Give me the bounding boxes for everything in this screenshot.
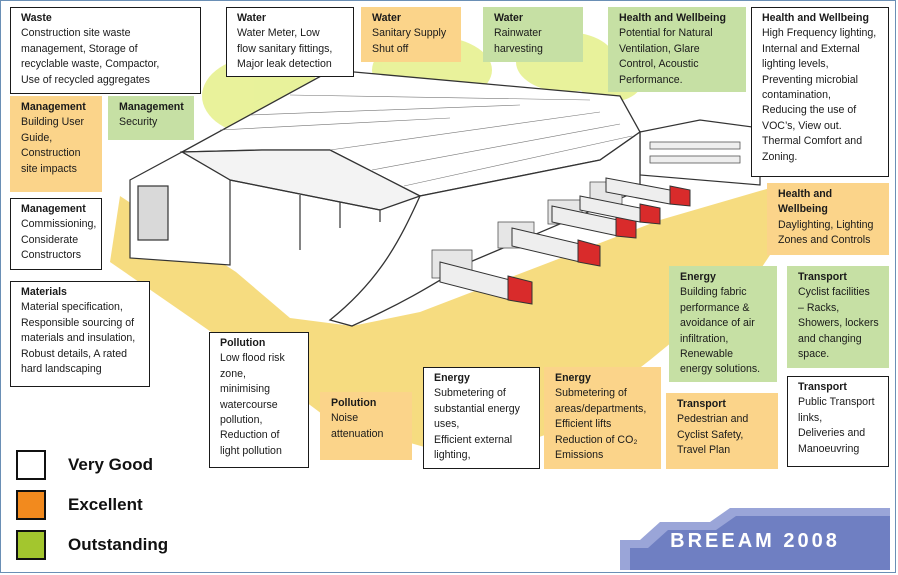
materials-annotation: Materials Material specification, Respon… xyxy=(10,281,150,387)
management-guide-annotation: Management Building User Guide, Construc… xyxy=(10,96,102,192)
energy-submetering-annotation: Energy Submetering of substantial energy… xyxy=(423,367,540,469)
box-body: Pedestrian and Cyclist Safety, Travel Pl… xyxy=(677,413,749,457)
energy-fabric-annotation: Energy Building fabric performance & avo… xyxy=(669,266,777,382)
box-body: Material specification, Responsible sour… xyxy=(21,301,136,376)
box-title: Pollution xyxy=(331,397,377,409)
legend-label: Outstanding xyxy=(68,535,169,554)
box-title: Energy xyxy=(680,271,716,283)
box-body: Potential for Natural Ventilation, Glare… xyxy=(619,27,713,86)
box-title: Health and Wellbeing xyxy=(619,12,726,24)
legend-swatch-excellent xyxy=(16,490,46,520)
water-supply-annotation: Water Sanitary Supply Shut off xyxy=(361,7,461,62)
yard-ground xyxy=(110,188,780,460)
box-title: Management xyxy=(119,101,184,113)
box-title: Energy xyxy=(555,372,591,384)
box-title: Transport xyxy=(798,381,847,393)
legend-label: Very Good xyxy=(68,455,154,474)
canopy-structure xyxy=(129,151,381,266)
energy-areas-annotation: Energy Submetering of areas/departments,… xyxy=(544,367,661,469)
legend-label: Excellent xyxy=(68,495,143,514)
box-body: Public Transport links, Deliveries and M… xyxy=(798,396,875,455)
rating-legend: Very Good Excellent Outstanding xyxy=(8,440,228,566)
box-body: Submetering of substantial energy uses, … xyxy=(434,387,520,462)
waste-annotation: Waste Construction site waste management… xyxy=(10,7,201,94)
badge-fill xyxy=(630,516,890,570)
box-body: Water Meter, Low flow sanitary fittings,… xyxy=(237,27,333,71)
health-lighting-annotation: Health and Wellbeing High Frequency ligh… xyxy=(751,7,889,177)
health-ventilation-annotation: Health and Wellbeing Potential for Natur… xyxy=(608,7,746,92)
box-title: Water xyxy=(237,12,267,24)
box-title: Management xyxy=(21,203,86,215)
box-title: Water xyxy=(372,12,402,24)
box-title: Health and Wellbeing xyxy=(762,12,869,24)
box-body: Noise attenuation xyxy=(331,412,384,440)
legend-swatch-outstanding xyxy=(16,530,46,560)
box-body: Construction site waste management, Stor… xyxy=(21,27,160,86)
box-body: Low flood risk zone, minimising watercou… xyxy=(220,352,285,457)
box-title: Water xyxy=(494,12,524,24)
box-title: Transport xyxy=(798,271,847,283)
box-title: Pollution xyxy=(220,337,266,349)
delivery-trucks xyxy=(439,177,691,305)
box-body: Cyclist facilities – Racks, Showers, loc… xyxy=(798,286,879,361)
management-security-annotation: Management Security xyxy=(108,96,194,140)
box-body: Submetering of areas/departments, Effici… xyxy=(555,387,647,462)
rainwater-annotation: Water Rainwater harvesting xyxy=(483,7,583,62)
transport-pedestrian-annotation: Transport Pedestrian and Cyclist Safety,… xyxy=(666,393,778,469)
legend-excellent: Excellent xyxy=(16,488,143,522)
box-title: Energy xyxy=(434,372,470,384)
box-body: Daylighting, Lighting Zones and Controls xyxy=(778,218,874,247)
box-title: Materials xyxy=(21,286,67,298)
box-body: Building User Guide, Construction site i… xyxy=(21,116,85,175)
transport-cycle-annotation: Transport Cyclist facilities – Racks, Sh… xyxy=(787,266,889,368)
box-body: Commissioning, Considerate Constructors xyxy=(21,218,97,262)
transport-public-annotation: Transport Public Transport links, Delive… xyxy=(787,376,889,467)
water-meter-annotation: Water Water Meter, Low flow sanitary fit… xyxy=(226,7,354,77)
box-title: Waste xyxy=(21,12,52,24)
health-daylighting-annotation: Health and Wellbeing Daylighting, Lighti… xyxy=(767,183,889,255)
box-title: Transport xyxy=(677,398,726,410)
pollution-noise-annotation: Pollution Noise attenuation xyxy=(320,392,412,460)
legend-outstanding: Outstanding xyxy=(16,528,168,562)
box-title: Management xyxy=(21,101,86,113)
legend-swatch-very-good xyxy=(16,450,46,480)
box-body: Rainwater harvesting xyxy=(494,27,543,55)
box-body: Security xyxy=(119,116,158,129)
box-body: Building fabric performance & avoidance … xyxy=(680,286,761,376)
management-commissioning-annotation: Management Commissioning, Considerate Co… xyxy=(10,198,102,270)
pollution-flood-annotation: Pollution Low flood risk zone, minimisin… xyxy=(209,332,309,468)
annex-building xyxy=(639,119,761,186)
box-body: Sanitary Supply Shut off xyxy=(372,27,447,55)
badge-shape xyxy=(620,508,890,570)
box-body: High Frequency lighting, Internal and Ex… xyxy=(762,27,877,163)
badge-title: BREEAM 2008 xyxy=(670,530,840,552)
box-title: Health and Wellbeing xyxy=(778,188,833,216)
legend-very-good: Very Good xyxy=(16,448,153,482)
breeam-badge: BREEAM 2008 xyxy=(620,500,890,570)
